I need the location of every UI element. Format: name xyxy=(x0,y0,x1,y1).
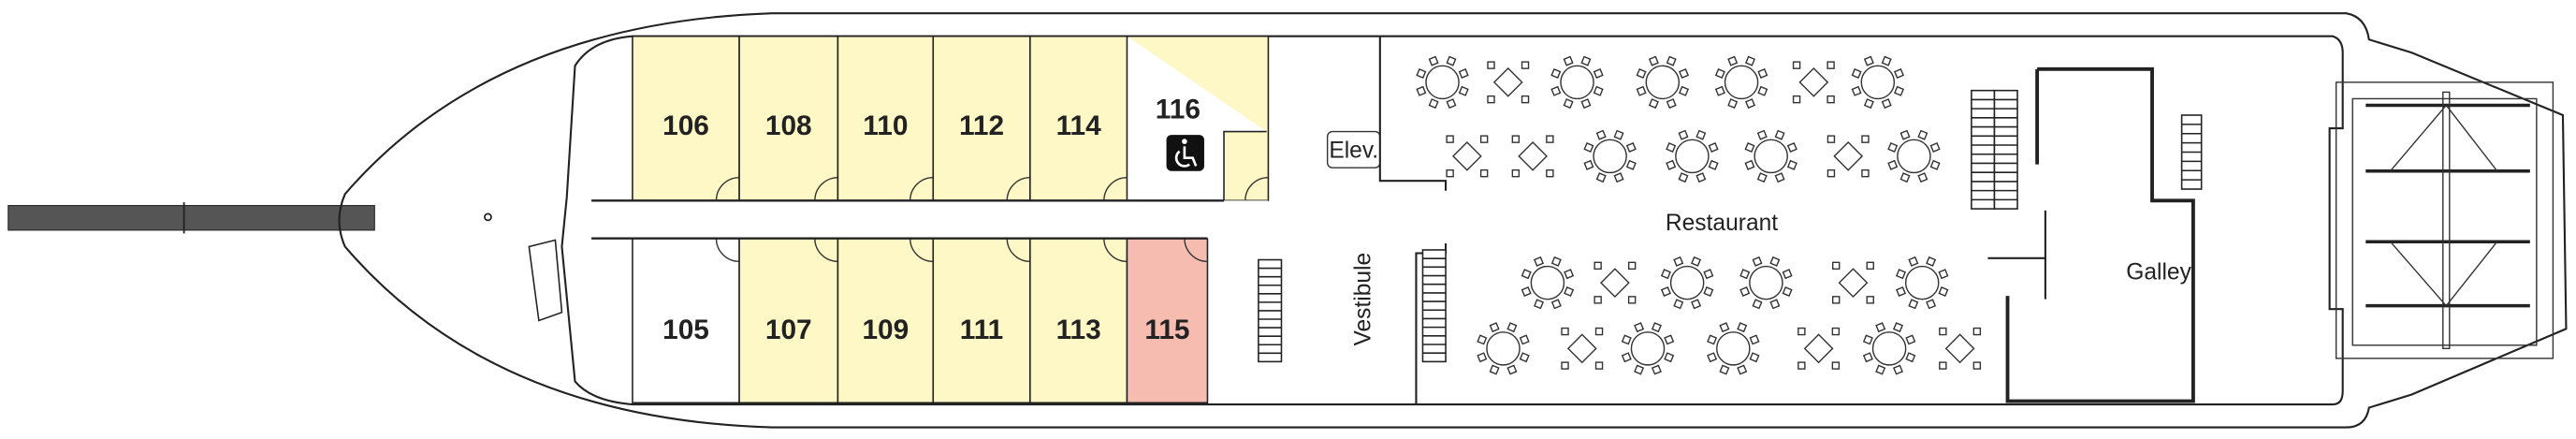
cabin-110[interactable]: 110 xyxy=(837,35,935,202)
corridor xyxy=(591,200,1269,239)
square-table xyxy=(1792,61,1835,104)
square-table xyxy=(1797,327,1841,370)
gangway xyxy=(7,205,375,231)
cabin-number: 110 xyxy=(863,110,908,141)
cabin-number: 114 xyxy=(1056,110,1102,141)
round-table xyxy=(1636,55,1690,110)
stern-deck-structure xyxy=(2335,81,2554,359)
cabin-114[interactable]: 114 xyxy=(1029,35,1128,202)
galley-walls xyxy=(2005,66,2195,403)
round-table xyxy=(1521,256,1575,310)
stairs-aft xyxy=(2180,114,2203,190)
cabin-111[interactable]: 111 xyxy=(932,237,1031,404)
cabin-number: 113 xyxy=(1056,315,1101,345)
square-table xyxy=(1826,135,1870,178)
stairs xyxy=(528,89,2203,363)
restaurant-label: Restaurant xyxy=(1666,211,1778,236)
bow-marker xyxy=(484,212,492,222)
elevator-label: Elev. xyxy=(1329,139,1378,164)
round-table xyxy=(1583,129,1637,183)
cabin-number: 108 xyxy=(765,110,812,141)
round-table xyxy=(1550,55,1604,110)
square-table xyxy=(1511,135,1554,178)
cabin-number: 109 xyxy=(862,315,909,345)
cabin-107[interactable]: 107 xyxy=(738,237,839,404)
square-table xyxy=(1446,135,1489,178)
round-table xyxy=(1621,322,1675,375)
round-table xyxy=(1660,256,1714,310)
square-table xyxy=(1561,327,1604,370)
wheelchair-icon xyxy=(1166,135,1204,171)
cabin-number: 112 xyxy=(959,110,1004,141)
round-table xyxy=(1416,55,1469,110)
round-table xyxy=(1666,129,1719,183)
square-table xyxy=(1487,61,1530,104)
cabin-number: 107 xyxy=(765,315,812,345)
cabin-number: 115 xyxy=(1144,315,1189,345)
cabin-112[interactable]: 112 xyxy=(932,35,1031,202)
stairs-galley-2 xyxy=(1993,89,2018,210)
round-table xyxy=(1714,55,1768,110)
square-table xyxy=(1939,327,1982,370)
cabin-116[interactable]: 116 xyxy=(1127,35,1270,202)
round-table xyxy=(1739,256,1793,310)
cabin-105[interactable]: 105 xyxy=(632,237,740,404)
stairs-vestibule xyxy=(1258,258,1283,363)
cabin-106[interactable]: 106 xyxy=(632,35,740,202)
cabin-109[interactable]: 109 xyxy=(837,237,935,404)
cabin-number: 111 xyxy=(960,315,1003,345)
cabin-number: 116 xyxy=(1156,95,1201,125)
round-table xyxy=(1887,129,1941,183)
cabin-number: 105 xyxy=(662,315,709,345)
round-table xyxy=(1851,55,1905,110)
vestibule-label: Vestibule xyxy=(1350,253,1375,346)
cabin-115[interactable]: 115 xyxy=(1126,237,1209,404)
square-table xyxy=(1832,261,1874,304)
stairs-galley-1 xyxy=(1971,89,1996,210)
round-table xyxy=(1896,256,1949,310)
cabin-113[interactable]: 113 xyxy=(1029,237,1128,404)
cabin-108[interactable]: 108 xyxy=(738,35,839,202)
restaurant-tables xyxy=(1416,55,1982,375)
galley-label: Galley xyxy=(2126,260,2191,285)
round-table xyxy=(1744,129,1797,183)
round-table xyxy=(1862,322,1916,375)
cabin-number: 106 xyxy=(662,110,709,141)
round-table xyxy=(1707,322,1760,375)
inner-wall xyxy=(560,35,2344,406)
stairs-restaurant xyxy=(1421,249,1447,363)
square-table xyxy=(1594,261,1637,304)
round-table xyxy=(1477,322,1530,375)
hull-outline xyxy=(338,12,2568,429)
